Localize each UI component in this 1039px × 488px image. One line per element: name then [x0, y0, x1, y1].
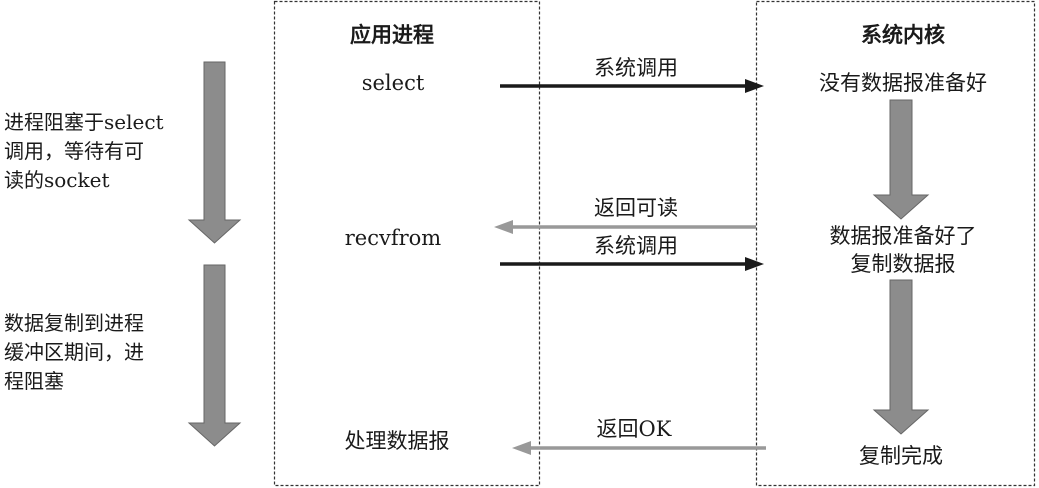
- app-process-box: [273, 0, 541, 487]
- return-readable-arrow: [494, 220, 756, 234]
- syscall-label-2: 系统调用: [594, 234, 678, 258]
- note-block-select-line: 进程阻塞于select: [4, 110, 164, 134]
- datagram-ready-label: 数据报准备好了: [829, 224, 977, 248]
- note-block-copy: 数据复制到进程 缓冲区期间，进 程阻塞: [4, 309, 144, 396]
- syscall-label-1: 系统调用: [594, 56, 678, 80]
- block-arrow-select: [187, 61, 242, 244]
- process-datagram-label: 处理数据报: [344, 429, 450, 453]
- note-block-select-line: 调用，等待有可: [4, 139, 144, 163]
- kernel-copy-arrow: [872, 279, 930, 435]
- copy-complete-label: 复制完成: [859, 444, 943, 468]
- kernel-wait-arrow: [872, 99, 930, 220]
- syscall-arrow-2: [500, 257, 764, 271]
- copy-datagram-label: 复制数据报: [850, 252, 956, 276]
- app-process-header: 应用进程: [350, 23, 434, 47]
- note-block-copy-line: 数据复制到进程: [4, 311, 144, 335]
- block-arrow-copy: [187, 264, 242, 447]
- return-ok-arrow: [512, 441, 766, 455]
- return-readable-label: 返回可读: [594, 196, 678, 220]
- note-block-select: 进程阻塞于select 调用，等待有可 读的socket: [4, 108, 164, 195]
- no-datagram-ready-label: 没有数据报准备好: [819, 71, 987, 95]
- return-ok-label: 返回OK: [596, 417, 672, 441]
- note-block-select-line: 读的socket: [4, 168, 110, 192]
- select-call-label: select: [361, 71, 425, 95]
- recvfrom-call-label: recvfrom: [344, 226, 442, 250]
- note-block-copy-line: 程阻塞: [4, 369, 64, 393]
- kernel-header: 系统内核: [861, 23, 945, 47]
- note-block-copy-line: 缓冲区期间，进: [4, 340, 144, 364]
- kernel-box: [755, 0, 1036, 487]
- syscall-arrow-1: [500, 79, 764, 93]
